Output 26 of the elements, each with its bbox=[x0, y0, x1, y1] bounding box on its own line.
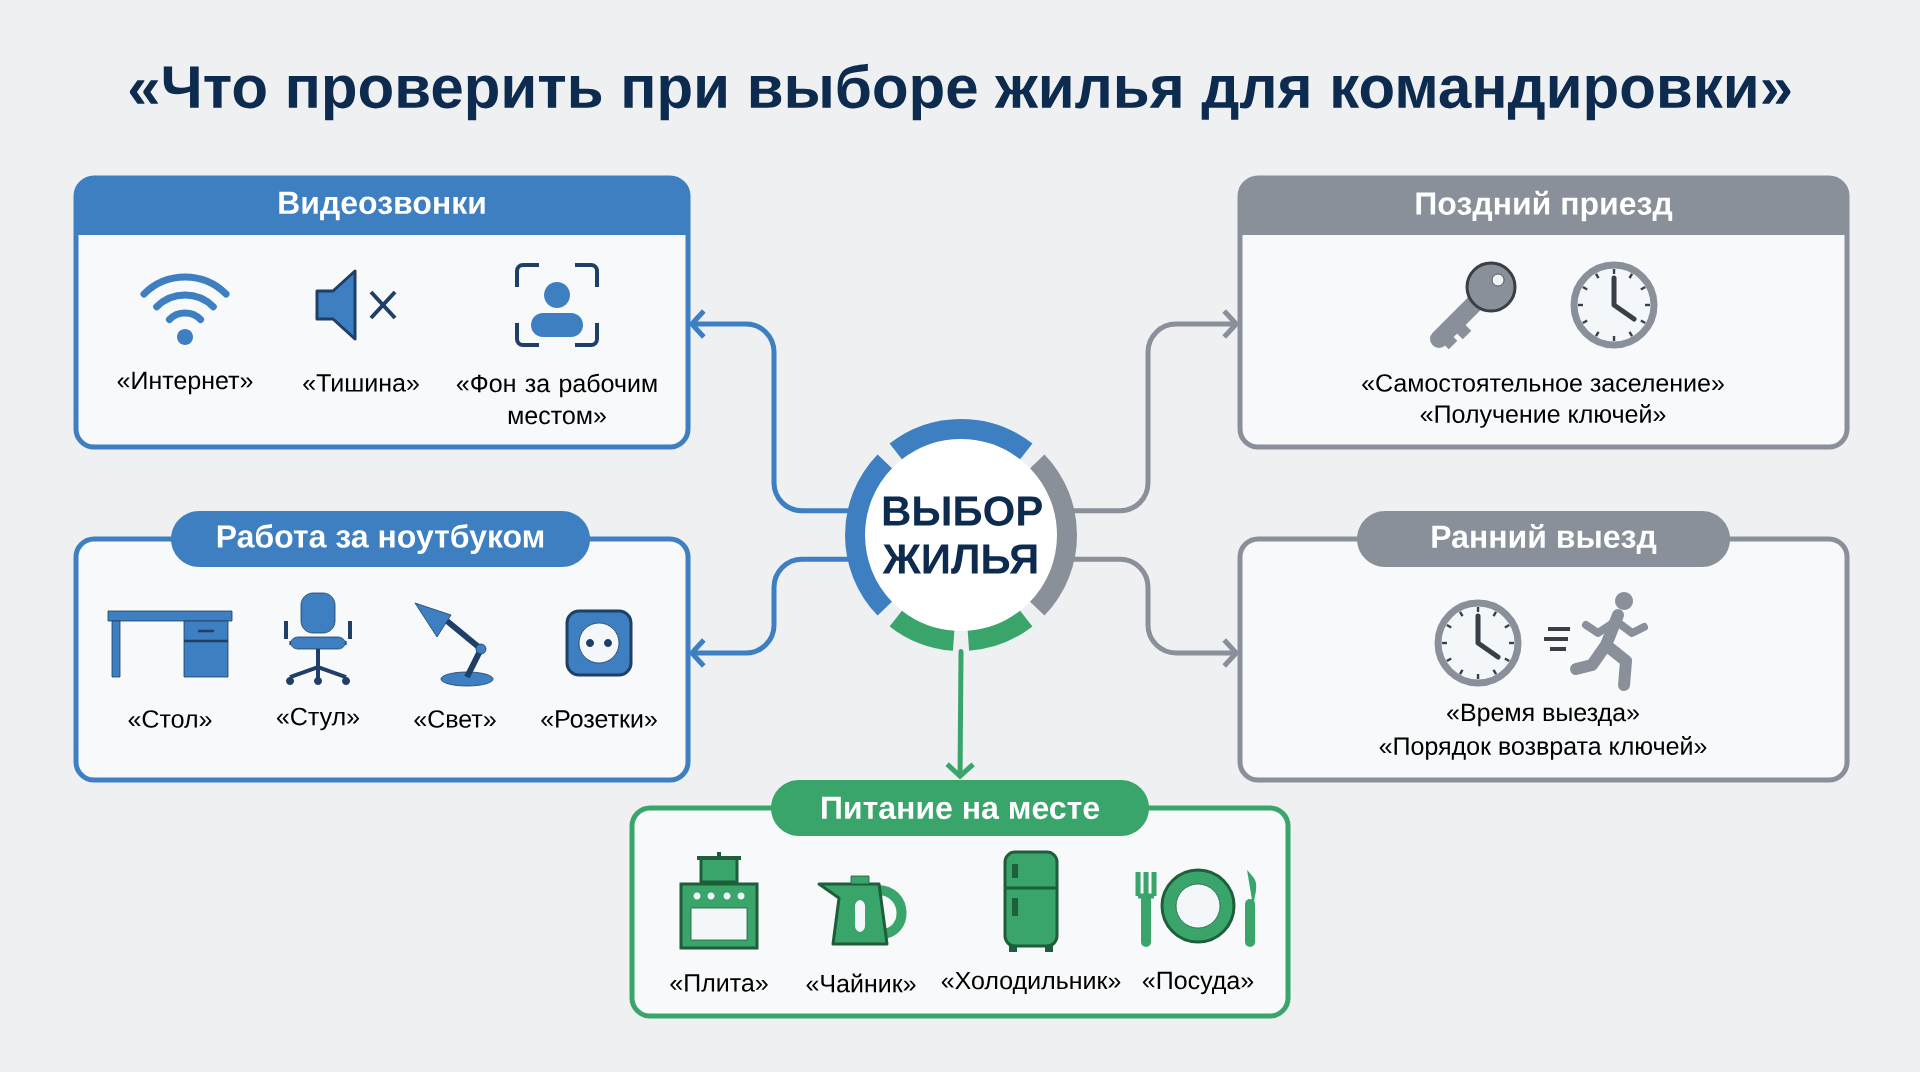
item-label: «Стул» bbox=[276, 707, 360, 731]
header-pill: Работа за ноутбуком bbox=[171, 511, 590, 567]
item-label: «Интернет» bbox=[117, 371, 253, 395]
arrow bbox=[1072, 309, 1240, 514]
item-label: «Получение ключей» bbox=[1420, 404, 1666, 428]
item-label: «Плита» bbox=[670, 974, 768, 992]
item-label: «Время выезда» bbox=[1447, 703, 1639, 727]
arrow bbox=[688, 556, 850, 668]
item-label: «Фон за рабочим местом» bbox=[456, 373, 657, 425]
header-band: Видеозвонки bbox=[76, 178, 688, 235]
item-label: «Стол» bbox=[128, 710, 212, 728]
arrow bbox=[688, 309, 850, 514]
header-pill: Питание на месте bbox=[771, 780, 1149, 836]
header-band: Поздний приезд bbox=[1240, 178, 1847, 235]
header-pill: Ранний выезд bbox=[1357, 511, 1731, 567]
title: «Что проверить при выборе жилья для командировки» bbox=[129, 63, 1791, 121]
item-label: «Посуда» bbox=[1142, 971, 1254, 995]
item-label: «Розетки» bbox=[541, 710, 657, 728]
item-label: «Чайник» bbox=[806, 973, 916, 993]
item-label: «Порядок возврата ключей» bbox=[1379, 736, 1707, 760]
arrow bbox=[945, 648, 975, 780]
arrow bbox=[1072, 556, 1240, 668]
item-label: «Свет» bbox=[414, 710, 496, 728]
item-label: «Тишина» bbox=[303, 374, 419, 392]
item-label: «Холодильник» bbox=[941, 971, 1121, 995]
item-label: «Самостоятельное заселение» bbox=[1362, 374, 1724, 392]
